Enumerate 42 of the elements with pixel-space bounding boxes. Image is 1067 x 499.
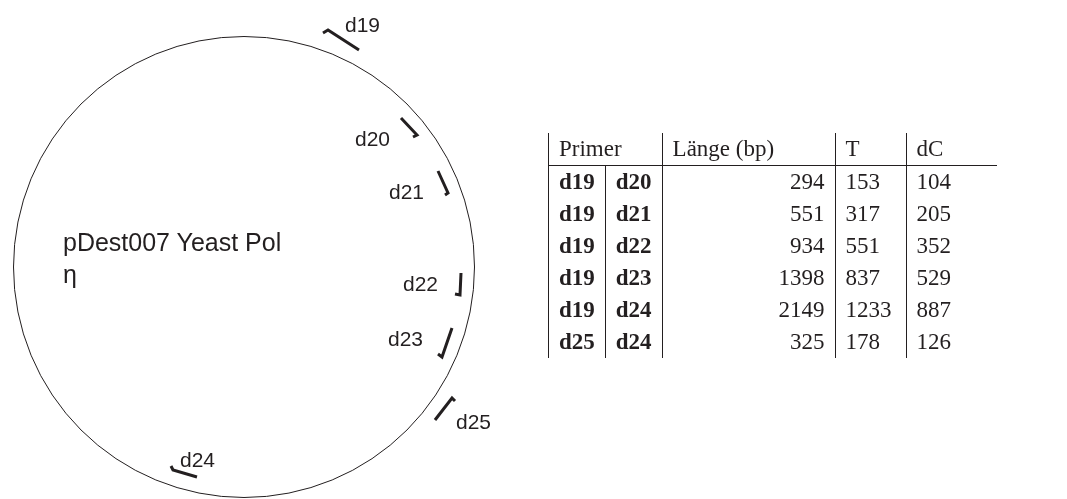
length-value: 1398 <box>662 262 836 294</box>
t-value: 317 <box>835 198 907 230</box>
primer-label: d24 <box>180 449 216 471</box>
primer-label: d22 <box>403 273 439 295</box>
t-value: 1233 <box>835 294 907 326</box>
primer-name: d21 <box>605 198 663 230</box>
dc-value: 352 <box>906 230 997 262</box>
dc-value: 104 <box>906 165 997 198</box>
column-header: Primer <box>548 133 663 166</box>
primer-name: d19 <box>548 230 606 262</box>
t-value: 178 <box>835 326 907 358</box>
primer-name: d20 <box>605 165 663 198</box>
column-header: dC <box>906 133 997 166</box>
primer-name: d25 <box>548 326 606 358</box>
dc-value: 126 <box>906 326 997 358</box>
primer-name: d23 <box>605 262 663 294</box>
primer-name: d22 <box>605 230 663 262</box>
primer-name: d19 <box>548 165 606 198</box>
column-header: T <box>835 133 907 166</box>
primer-label: d23 <box>388 328 424 350</box>
dc-value: 887 <box>906 294 997 326</box>
length-value: 2149 <box>662 294 836 326</box>
dc-value: 205 <box>906 198 997 230</box>
primer-name: d19 <box>548 198 606 230</box>
primer-name: d19 <box>548 294 606 326</box>
primer-label: d19 <box>345 14 381 36</box>
t-value: 153 <box>835 165 907 198</box>
primer-label: d20 <box>355 128 391 150</box>
length-value: 325 <box>662 326 836 358</box>
primer-name: d24 <box>605 326 663 358</box>
dc-value: 529 <box>906 262 997 294</box>
primer-label: d21 <box>389 181 425 203</box>
primer-name: d19 <box>548 262 606 294</box>
t-value: 837 <box>835 262 907 294</box>
t-value: 551 <box>835 230 907 262</box>
primer-label: d25 <box>456 411 492 433</box>
column-header: Länge (bp) <box>662 133 836 166</box>
primer-name: d24 <box>605 294 663 326</box>
plasmid-name: pDest007 Yeast Pol η <box>63 227 283 290</box>
length-value: 934 <box>662 230 836 262</box>
length-value: 294 <box>662 165 836 198</box>
length-value: 551 <box>662 198 836 230</box>
